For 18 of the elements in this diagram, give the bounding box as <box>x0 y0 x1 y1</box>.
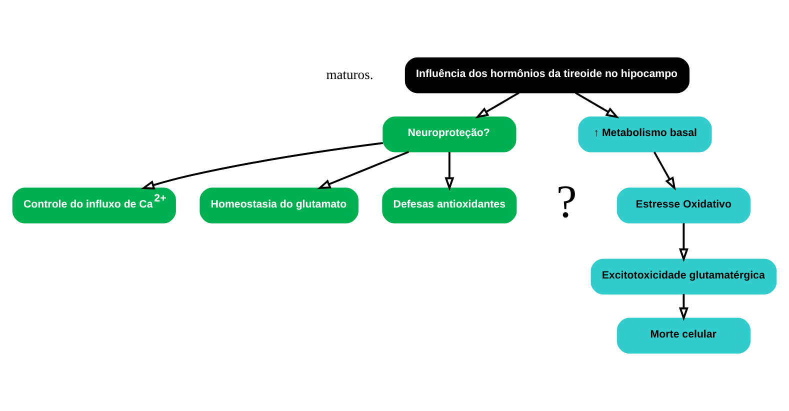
arrow <box>654 152 676 190</box>
node-box: Homeostasia do glutamato <box>200 188 358 224</box>
node-box: ↑ Metabolismo basal <box>578 116 712 152</box>
arrow <box>475 92 520 118</box>
label: maturos. <box>326 66 374 82</box>
node-box: Influência dos hormônios da tireoide no hipocampo <box>404 57 690 94</box>
node-box: Neuroproteção? <box>382 116 516 152</box>
arrow <box>678 223 688 262</box>
node-box: Defesas antioxidantes <box>382 188 517 224</box>
arrow <box>575 92 620 118</box>
node-box: Morte celular <box>616 318 750 354</box>
arrow <box>317 151 409 190</box>
node-box: Excitotoxicidade glutamatérgica <box>590 258 777 295</box>
arrow <box>678 294 688 321</box>
arrow <box>444 152 454 191</box>
label: ? <box>556 177 577 228</box>
arrow <box>140 142 384 190</box>
node-box: Estresse Oxidativo <box>616 188 750 224</box>
